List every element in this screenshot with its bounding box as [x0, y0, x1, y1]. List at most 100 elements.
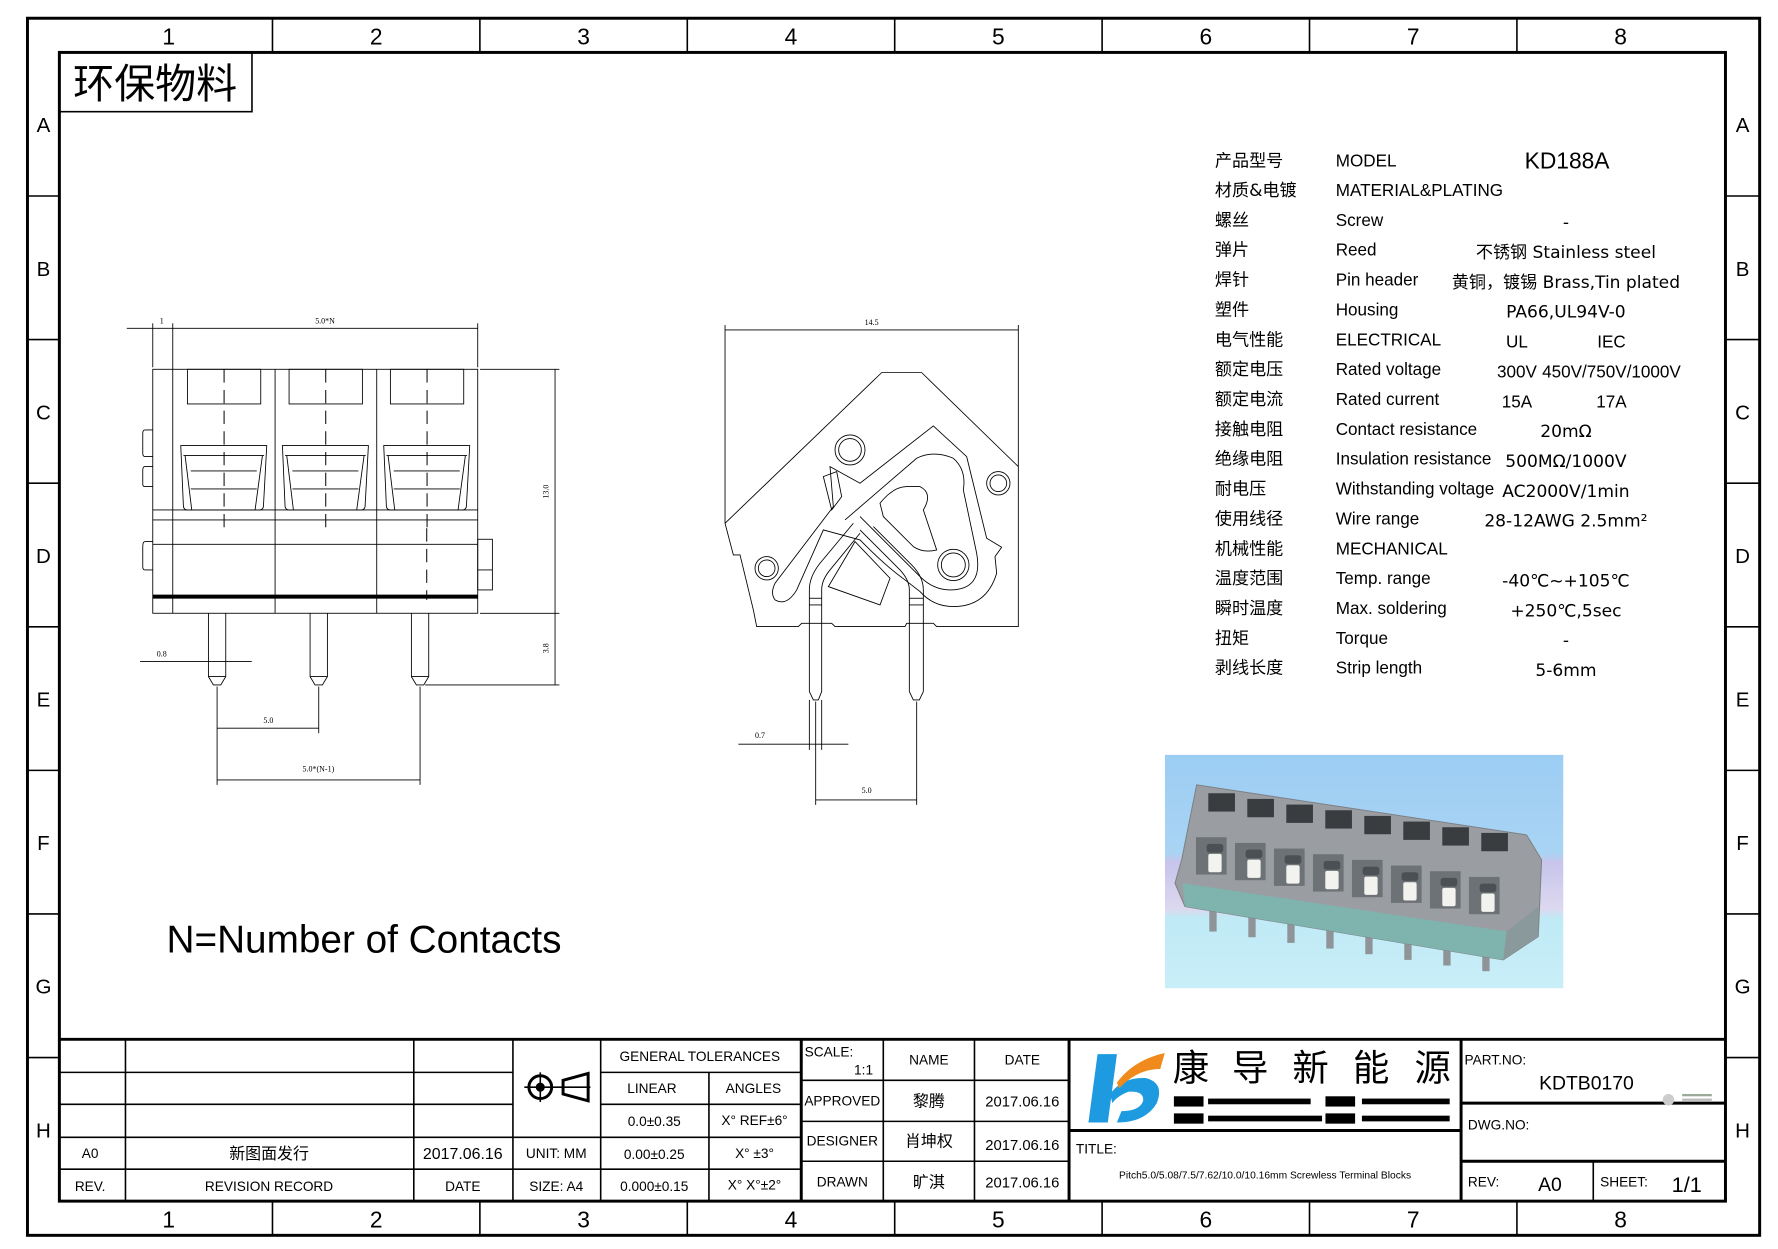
photo-top-opening	[1208, 793, 1235, 812]
side-latch	[142, 429, 153, 571]
angle-tolerance: X° REF±6°	[721, 1113, 787, 1128]
signoff-date: 2017.06.16	[985, 1138, 1059, 1154]
row-marker: D	[36, 545, 51, 568]
column-marker: 5	[992, 1206, 1005, 1232]
spec-value-iec: 17A	[1596, 392, 1627, 411]
spec-value: 5-6mm	[1535, 661, 1596, 681]
side-view: 14.5 0.7 5.0	[724, 318, 1019, 805]
row-marker: F	[1736, 832, 1749, 855]
front-dimensions: 1 5.0*N 13.0 3.8 0.8 5.0 5.0*(N-1)	[126, 316, 560, 785]
spec-label-cn: 电气性能	[1215, 330, 1283, 350]
column-marker: 7	[1407, 23, 1420, 49]
photo-pin	[1482, 946, 1490, 972]
photo-lever	[1362, 866, 1380, 876]
photo-pin	[1404, 934, 1412, 960]
hole	[986, 471, 1011, 496]
column-marker: 5	[992, 23, 1005, 49]
spec-label-cn: 耐电压	[1215, 480, 1266, 500]
logo-mark-bowl	[1110, 1077, 1160, 1123]
name-header: NAME	[909, 1052, 948, 1067]
dim-height-label: 13.0	[541, 485, 550, 499]
rev-value: A0	[1538, 1174, 1562, 1196]
photo-top-opening	[1403, 821, 1430, 840]
company-logo: 康 导 新 能 源	[1088, 1046, 1451, 1124]
rev-label: REV:	[1468, 1174, 1499, 1189]
photo-contact	[1247, 859, 1261, 878]
contact-blob	[1208, 1115, 1323, 1122]
seal-mark	[1682, 1098, 1712, 1101]
photo-contact	[1208, 853, 1222, 873]
spec-label-cn: 绝缘电阻	[1215, 450, 1283, 470]
hole	[757, 559, 776, 578]
company-name-char: 新	[1292, 1046, 1328, 1089]
photo-top-opening	[1325, 810, 1352, 829]
projection-cone	[561, 1071, 590, 1103]
spec-label-en: Withstanding voltage	[1336, 480, 1495, 499]
photo-housing-base	[1182, 883, 1507, 960]
photo-top-opening	[1481, 832, 1508, 852]
dim-depth-label: 14.5	[865, 318, 879, 327]
dim-pin-length-label: 3.8	[541, 643, 550, 653]
spec-model-cn: 产品型号	[1215, 151, 1283, 171]
contact-blob	[1325, 1113, 1356, 1124]
hole	[754, 556, 779, 581]
clamp-cavity	[772, 425, 1003, 608]
spec-value: -	[1563, 631, 1569, 651]
photo-lever	[1479, 883, 1497, 893]
dim-width-label: 5.0*N	[315, 316, 335, 325]
column-marker: 2	[370, 1206, 383, 1232]
spec-label-en: Reed	[1336, 241, 1377, 260]
signoff-role: APPROVED	[804, 1093, 880, 1108]
angle-tolerance: X° X°±2°	[728, 1178, 782, 1193]
column-marker: 6	[1199, 23, 1212, 49]
row-marker: A	[1736, 114, 1750, 137]
photo-pin	[1326, 923, 1334, 949]
eco-material-stamp: 环保物料	[58, 51, 253, 113]
drawing-title: Pitch5.0/5.08/7.5/7.62/10.0/10.16mm Scre…	[1119, 1170, 1411, 1181]
spec-label-cn: 扭矩	[1215, 629, 1249, 649]
dim-offset-label: 1	[160, 316, 164, 325]
company-name-char: 源	[1414, 1046, 1450, 1089]
row-marker: B	[37, 258, 51, 281]
spec-label-en: Rated current	[1336, 390, 1440, 409]
linear-tolerance: 0.00±0.25	[624, 1147, 685, 1162]
photo-pin	[1209, 906, 1217, 932]
photo-ports	[1195, 793, 1508, 915]
photo-housing-side	[1503, 906, 1539, 960]
spec-value-ul: 300V	[1497, 362, 1537, 381]
photo-pins	[1209, 906, 1490, 972]
spec-label-cn: 机械性能	[1215, 539, 1283, 559]
photo-top-opening	[1247, 798, 1274, 818]
column-marker: 8	[1614, 1206, 1627, 1232]
part-no-label: PART.NO:	[1464, 1052, 1526, 1067]
stamp-box	[58, 51, 253, 113]
spec-label-cn: 弹片	[1215, 241, 1249, 261]
spec-label-cn: 剥线长度	[1215, 659, 1283, 679]
photo-lever	[1323, 860, 1341, 870]
spec-model-value: KD188A	[1525, 148, 1611, 174]
spec-label-cn: 螺丝	[1215, 211, 1249, 231]
photo-contact	[1442, 887, 1456, 907]
date-header: DATE	[445, 1179, 480, 1194]
spring-reed	[844, 453, 979, 591]
revision-date: 2017.06.16	[423, 1146, 503, 1163]
spec-value: 500MΩ/1000V	[1505, 452, 1627, 472]
logo-mark-swoosh	[1116, 1052, 1165, 1089]
wire-entry-funnel	[281, 445, 369, 511]
contact-blob	[1173, 1113, 1204, 1124]
company-name-char: 能	[1353, 1046, 1389, 1089]
wire-entry-funnel	[180, 445, 268, 511]
column-marker: 4	[785, 23, 798, 49]
spec-value-ul: 15A	[1502, 392, 1533, 411]
row-marker: E	[1736, 689, 1750, 712]
spec-label-cn: 接触电阻	[1215, 420, 1283, 440]
spec-value: 不锈钢 Stainless steel	[1476, 243, 1656, 263]
poles	[180, 368, 471, 686]
spec-label-en: MECHANICAL	[1336, 539, 1448, 558]
row-marker: C	[36, 401, 51, 424]
revision-record: 新图面发行	[229, 1144, 309, 1163]
linear-header: LINEAR	[627, 1081, 676, 1096]
